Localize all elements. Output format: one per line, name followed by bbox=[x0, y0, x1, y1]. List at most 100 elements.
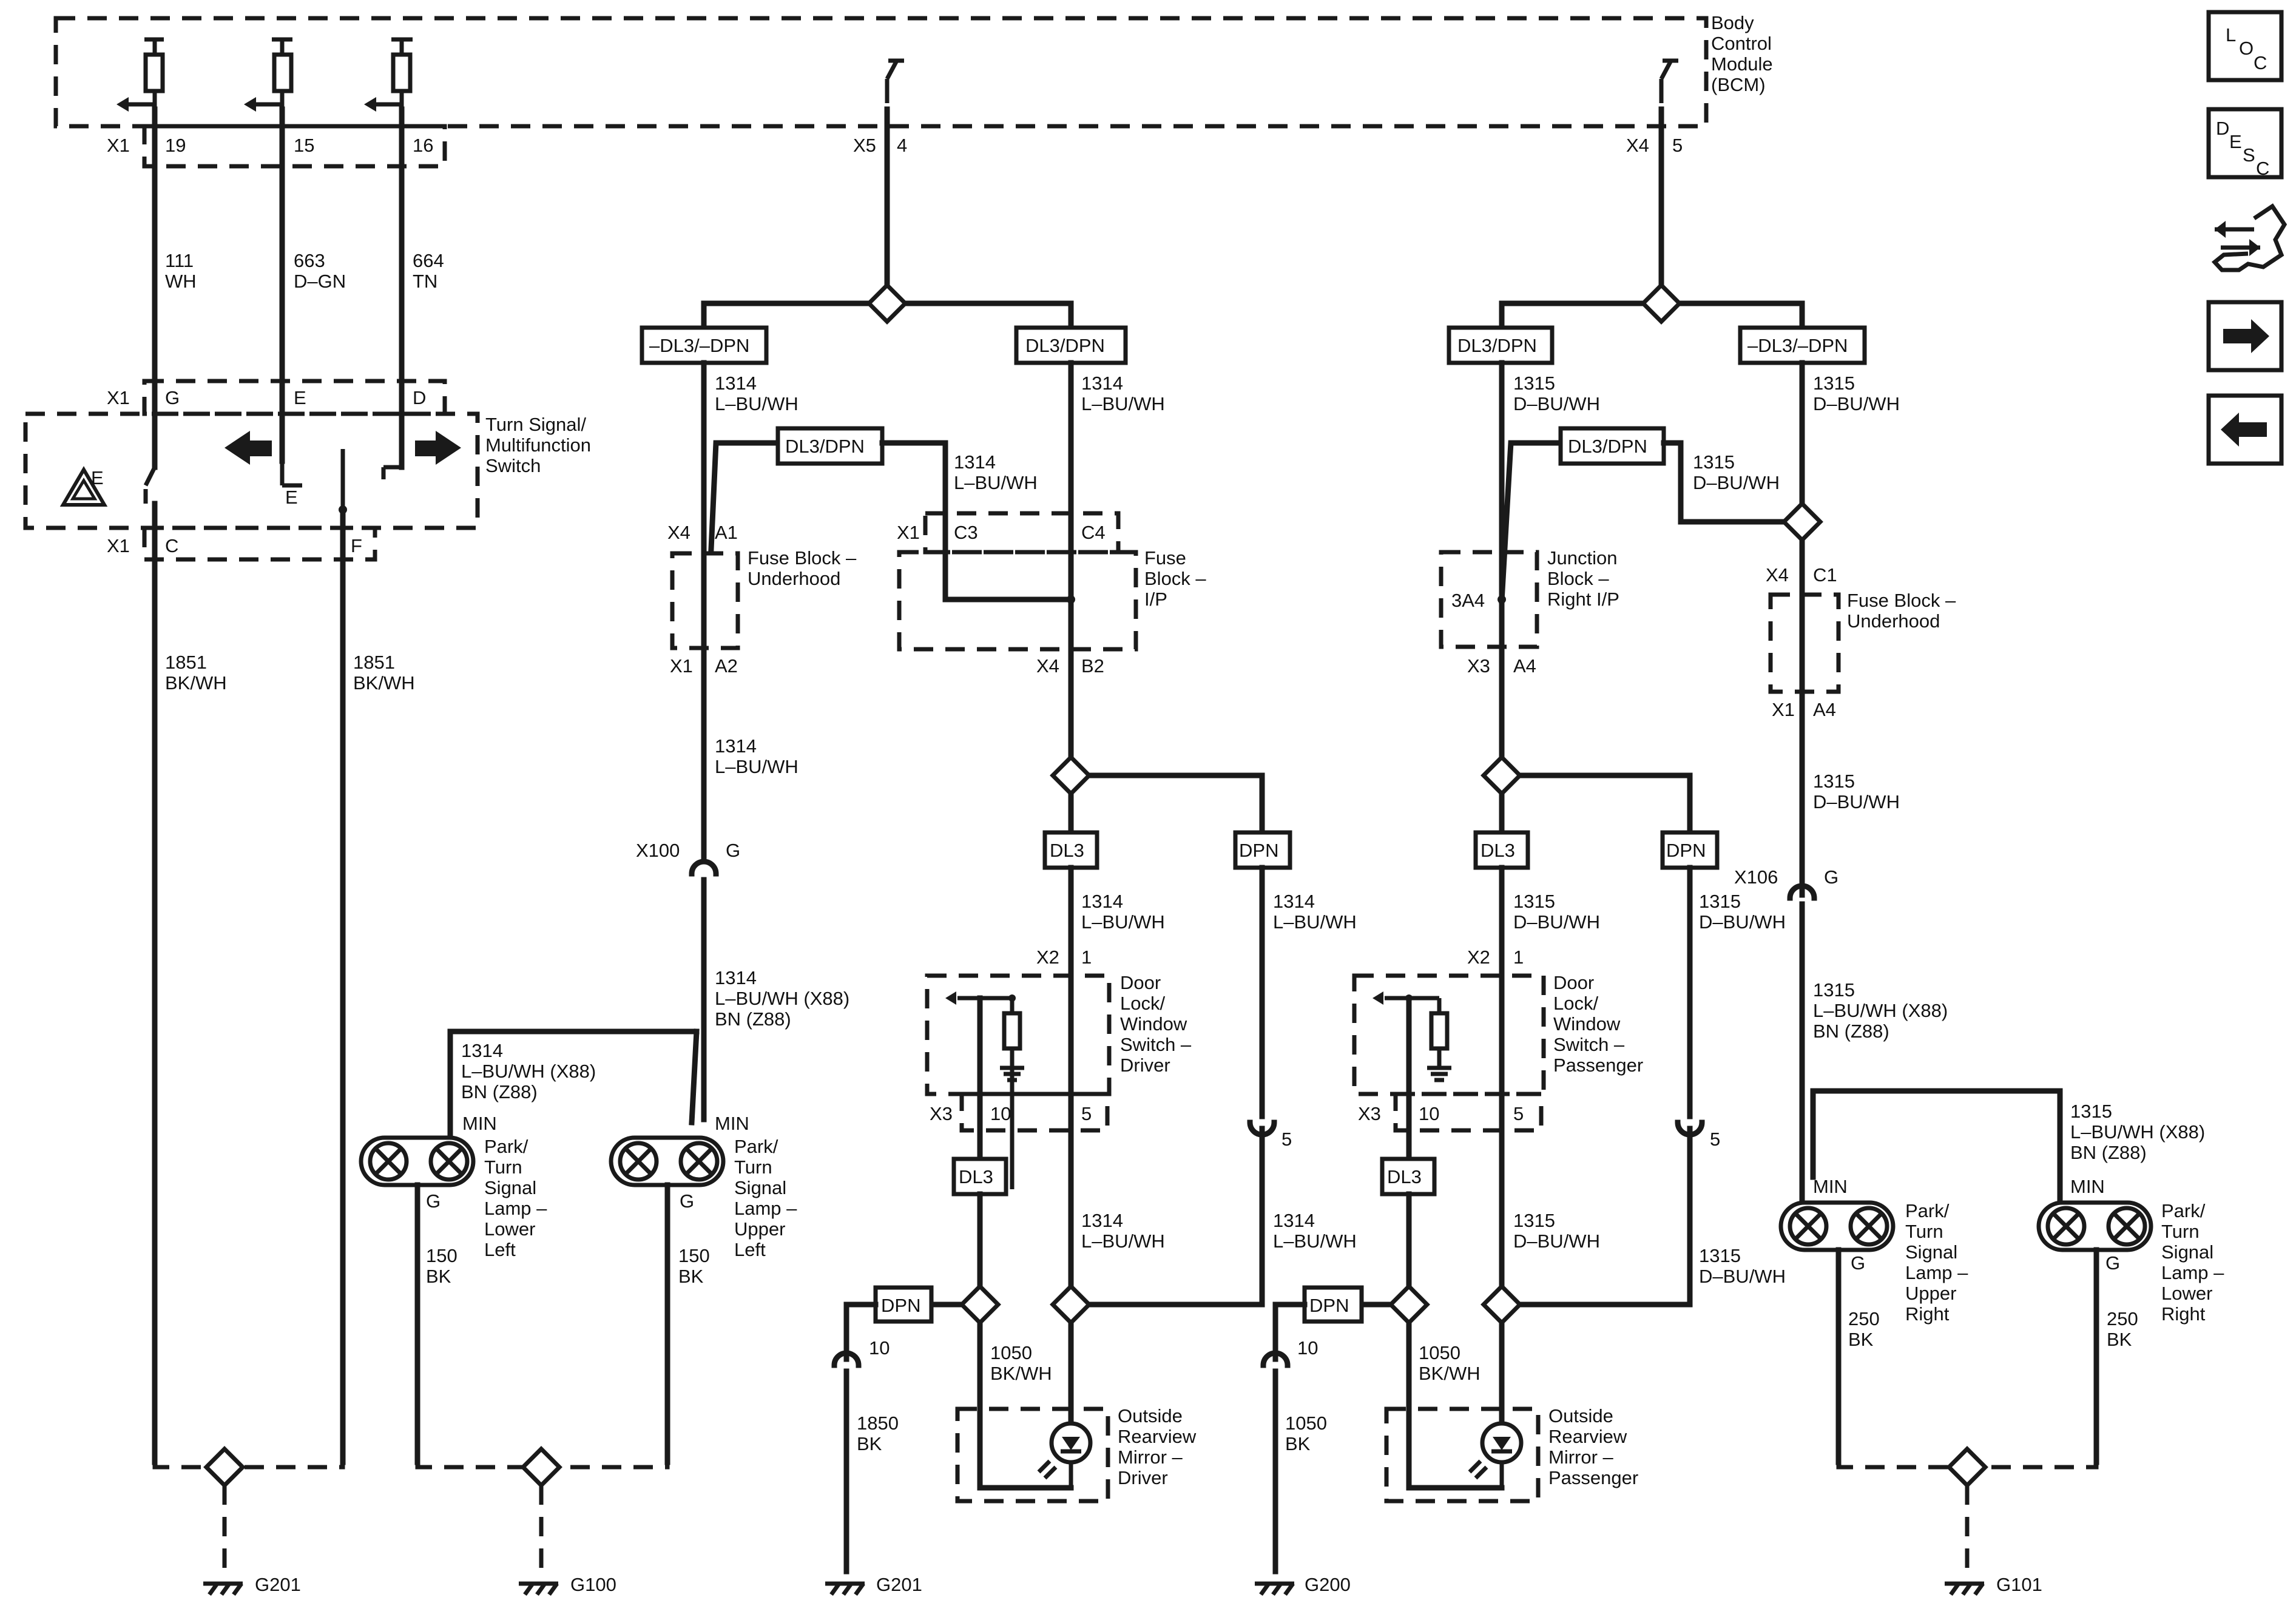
lamp-lower-right-label-4: Lamp – bbox=[2161, 1262, 2224, 1283]
driver-circuit: –DL3/–DPN DL3/DPN 1314 L–BU/WH DL3/DPN 1… bbox=[359, 106, 1357, 1596]
wire-250-a-color: BK bbox=[1848, 1329, 1874, 1350]
pass-wire-1315-c-color: D–BU/WH bbox=[1813, 791, 1900, 812]
splice-driver-dl3 bbox=[959, 1283, 1001, 1326]
left-arrow-icon bbox=[225, 431, 272, 465]
bcm-module: Body Control Module (BCM) X1 19 15 16 X5… bbox=[53, 12, 1773, 169]
pass-junction-3a4: 3A4 bbox=[1451, 590, 1485, 611]
lamp-upper-left-pin-g: G bbox=[680, 1190, 694, 1212]
loc-letter-o: O bbox=[2239, 38, 2254, 59]
connector-tool-icon[interactable] bbox=[2211, 203, 2288, 272]
pass-wire-1315-h: 1315 bbox=[1513, 1210, 1555, 1231]
driver-wire-1314-d: 1314 bbox=[715, 967, 757, 988]
pass-wire-1315-b-color: D–BU/WH bbox=[1813, 393, 1900, 414]
driver-wire-1050-color: BK/WH bbox=[990, 1363, 1052, 1384]
ev-symbol-right: E bbox=[285, 487, 298, 508]
driver-switch-pin1: 1 bbox=[1081, 947, 1092, 968]
option-neg-dl3-dpn-pass: –DL3/–DPN bbox=[1747, 335, 1848, 356]
lamp-lower-right-label-3: Signal bbox=[2161, 1241, 2213, 1263]
pass-wire-1315-jumper: 1315 bbox=[1693, 451, 1735, 473]
lamp-upper-right-label-5: Upper bbox=[1905, 1283, 1956, 1304]
driver-wire-1314-b: 1314 bbox=[1081, 373, 1123, 394]
splice-pass-dl3 bbox=[1388, 1283, 1430, 1326]
pass-connector-5: 5 bbox=[1710, 1129, 1720, 1150]
pass-wire-1315-d-x88: L–BU/WH (X88) bbox=[1813, 1000, 1948, 1021]
driver-wire-1314-c: 1314 bbox=[715, 735, 757, 757]
driver-fuse-x4: X4 bbox=[667, 522, 690, 543]
previous-arrow-icon[interactable] bbox=[2206, 393, 2284, 466]
wire-250-b-color: BK bbox=[2107, 1329, 2132, 1350]
mirror-pass-label-3: Mirror – bbox=[1548, 1447, 1614, 1468]
loc-icon[interactable]: L O C bbox=[2206, 10, 2284, 83]
switch-pin-e: E bbox=[294, 387, 306, 408]
pass-junction-x3: X3 bbox=[1467, 655, 1490, 677]
pass-switch-label-5: Passenger bbox=[1553, 1055, 1643, 1076]
pass-fuse-x1: X1 bbox=[1772, 699, 1795, 720]
connector-x106-pin: G bbox=[1824, 866, 1838, 888]
driver-switch-label-2: Lock/ bbox=[1120, 993, 1165, 1014]
lamp-upper-left-label-6: Left bbox=[734, 1239, 766, 1260]
wire-1851-b: 1851 bbox=[353, 652, 395, 673]
pass-switch-label-3: Window bbox=[1553, 1013, 1621, 1035]
lamp-lower-left-min: MIN bbox=[462, 1113, 497, 1134]
mirror-pass-label-4: Passenger bbox=[1548, 1467, 1638, 1488]
lamp-upper-right-label-1: Park/ bbox=[1905, 1200, 1950, 1221]
driver-wire-1314-a: 1314 bbox=[715, 373, 757, 394]
driver-switch-pin5: 5 bbox=[1081, 1103, 1092, 1124]
wire-664: 664 bbox=[413, 250, 444, 271]
driver-wire-1314-h-color: L–BU/WH bbox=[1081, 1230, 1165, 1252]
wire-111-color: WH bbox=[165, 271, 197, 292]
passenger-circuit: DL3/DPN –DL3/–DPN 1315 D–BU/WH DL3/DPN 1… bbox=[1255, 106, 2224, 1596]
lamp-upper-right-label-2: Turn bbox=[1905, 1221, 1943, 1242]
lamp-lower-left-label-4: Lamp – bbox=[484, 1198, 547, 1219]
driver-switch-label-3: Window bbox=[1120, 1013, 1187, 1035]
wire-1050-pass-ground-color: BK bbox=[1285, 1433, 1311, 1454]
pass-wire-1315-a-color: D–BU/WH bbox=[1513, 393, 1600, 414]
desc-icon[interactable]: D E S C bbox=[2206, 107, 2284, 180]
lamp-lower-left-label-6: Left bbox=[484, 1239, 516, 1260]
bcm-wires: 111 WH 663 D–GN 664 TN bbox=[152, 106, 444, 470]
hazard-icon bbox=[59, 466, 108, 507]
switch-label-1: Turn Signal/ bbox=[485, 414, 586, 435]
wire-250-b: 250 bbox=[2107, 1308, 2138, 1329]
bcm-pin-5: 5 bbox=[1672, 135, 1683, 156]
lamp-lower-left-label-2: Turn bbox=[484, 1156, 522, 1178]
driver-wire-1050: 1050 bbox=[990, 1342, 1032, 1363]
pass-wire-1315-c: 1315 bbox=[1813, 771, 1855, 792]
switch-label-3: Switch bbox=[485, 455, 541, 476]
bcm-internal-outputs bbox=[116, 37, 1678, 112]
pass-wire-1315-i-color: D–BU/WH bbox=[1699, 1266, 1786, 1287]
pass-wire-1315-a: 1315 bbox=[1513, 373, 1555, 394]
pass-wire-1315-jumper-color: D–BU/WH bbox=[1693, 472, 1780, 493]
pass-switch-pin5: 5 bbox=[1513, 1103, 1524, 1124]
pass-wire-1315-e-x88: L–BU/WH (X88) bbox=[2070, 1121, 2205, 1143]
desc-letter-c: C bbox=[2256, 158, 2269, 179]
ground-label-g100: G100 bbox=[570, 1574, 616, 1595]
option-dl3-dpn-driver-jumper bbox=[775, 426, 885, 466]
ev-symbol-left: E bbox=[91, 467, 104, 488]
ground-g100: G100 bbox=[519, 1574, 616, 1596]
wire-1851-a: 1851 bbox=[165, 652, 207, 673]
option-dpn-pass-lower: DPN bbox=[1309, 1295, 1349, 1316]
driver-wire-1314-jumper: 1314 bbox=[954, 451, 996, 473]
ground-label-g200: G200 bbox=[1305, 1574, 1351, 1595]
desc-letter-d: D bbox=[2216, 118, 2229, 139]
driver-wire-1314-e: 1314 bbox=[461, 1040, 503, 1061]
pass-switch-label-4: Switch – bbox=[1553, 1034, 1625, 1055]
driver-wire-1314-jumper-color: L–BU/WH bbox=[954, 472, 1038, 493]
driver-wire-1314-a-color: L–BU/WH bbox=[715, 393, 799, 414]
splice-pass-b bbox=[1481, 1283, 1523, 1326]
driver-ip-c4: C4 bbox=[1081, 522, 1106, 543]
pass-wire-1315-d-z88: BN (Z88) bbox=[1813, 1021, 1889, 1042]
pass-wire-1050: 1050 bbox=[1419, 1342, 1460, 1363]
option-dl3-dpn-pass-jumper: DL3/DPN bbox=[1568, 436, 1647, 457]
pass-switch-pin1: 1 bbox=[1513, 947, 1524, 968]
driver-ip-label-3: I/P bbox=[1144, 589, 1167, 610]
bcm-label-4: (BCM) bbox=[1711, 74, 1766, 95]
wire-150-a-color: BK bbox=[426, 1266, 451, 1287]
bcm-label-1: Body bbox=[1711, 12, 1754, 33]
option-neg-dl3-dpn-label: –DL3/–DPN bbox=[649, 335, 749, 356]
next-arrow-icon[interactable] bbox=[2206, 300, 2284, 373]
option-dl3-dpn-driver-label: DL3/DPN bbox=[1025, 335, 1105, 356]
lamp-lower-left-label-1: Park/ bbox=[484, 1136, 528, 1157]
wire-150-b: 150 bbox=[678, 1245, 710, 1266]
